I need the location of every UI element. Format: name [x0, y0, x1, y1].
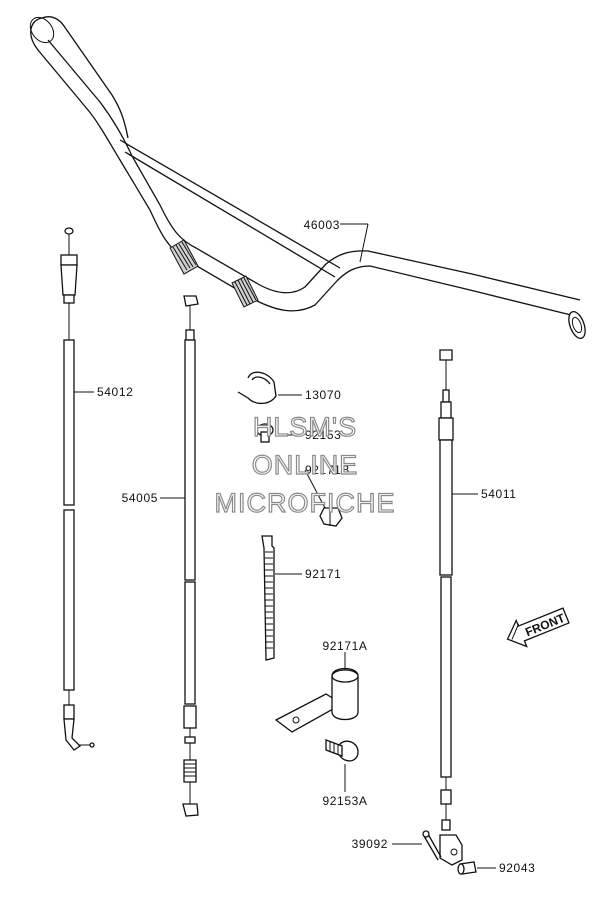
bolt-92153a: 92153A [323, 739, 368, 808]
label-bracket-clip: 92171A [323, 639, 368, 653]
bracket-92171a: 92171A [274, 639, 368, 733]
watermark: HLSM'S ONLINE MICROFICHE [214, 411, 396, 518]
label-clamp: 13070 [305, 388, 341, 402]
handlebar-knurl-left [169, 239, 199, 275]
label-bolt-small: 92153 [305, 428, 341, 442]
handlebar-knurl-right [231, 275, 259, 308]
watermark-line-3: MICROFICHE [215, 488, 396, 518]
bolt-92153: 92153 [256, 423, 341, 443]
label-strap: 92171 [305, 567, 341, 581]
cable-right: 54011 [438, 349, 516, 866]
label-cable-right: 54011 [481, 487, 516, 501]
strap-92171: 92171 [261, 535, 341, 661]
pin-92043: 92043 [457, 861, 535, 875]
cable-left: 54012 [60, 227, 133, 751]
label-clip-b: 92171B [305, 463, 350, 477]
cable-center: 54005 [122, 295, 199, 817]
label-bolt-bracket: 92153A [323, 794, 368, 808]
watermark-line-1: HLSM'S [253, 412, 357, 442]
cotter-pin-39092: 39092 [352, 830, 442, 861]
handlebar: 46003 [29, 16, 586, 340]
label-cable-left: 54012 [97, 385, 133, 399]
watermark-line-2: ONLINE [252, 450, 359, 480]
clip-92171b: 92171B [304, 463, 350, 527]
label-cable-center: 54005 [122, 491, 158, 505]
label-cotter-pin: 39092 [352, 837, 388, 851]
label-handlebar: 46003 [304, 218, 340, 232]
clamp-13070: 13070 [237, 371, 341, 405]
front-arrow: FRONT [506, 607, 570, 648]
label-pin: 92043 [499, 861, 535, 875]
